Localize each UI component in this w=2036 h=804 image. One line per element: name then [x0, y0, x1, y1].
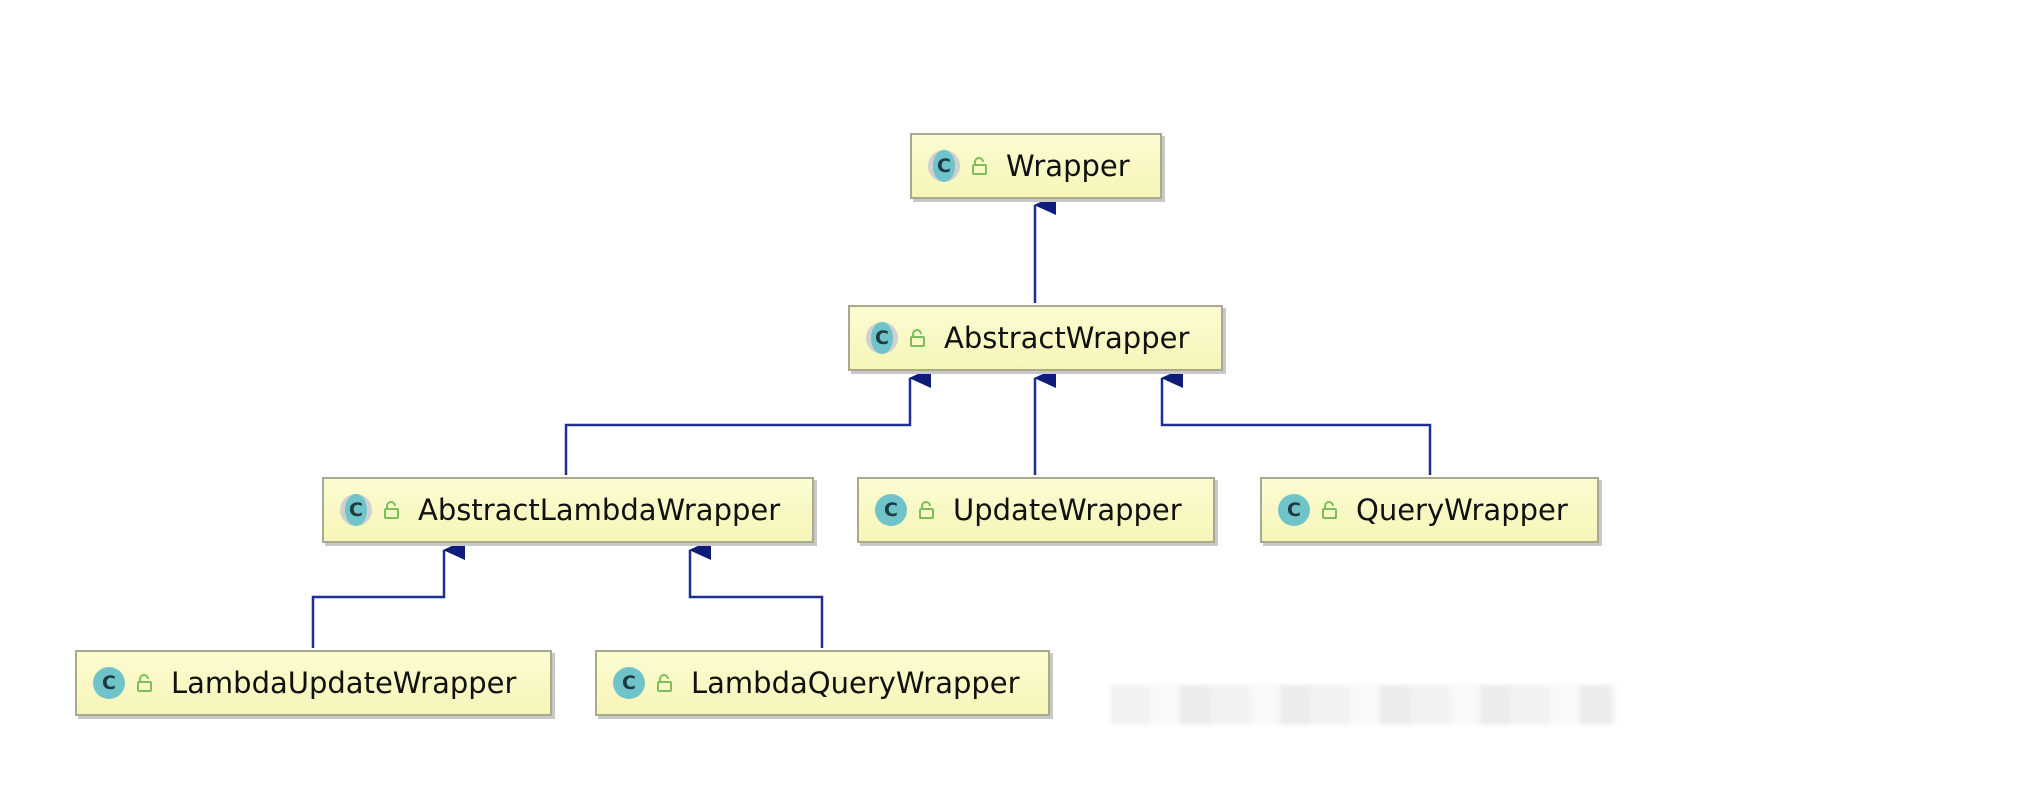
- unlocked-lock-icon: [972, 157, 987, 175]
- edge-querywrapper-to-abstractwrapper: [1160, 368, 1432, 475]
- class-node-abstractwrapper[interactable]: C AbstractWrapper: [848, 305, 1223, 371]
- class-node-querywrapper[interactable]: C QueryWrapper: [1260, 477, 1599, 543]
- class-name: QueryWrapper: [1356, 493, 1568, 527]
- class-icon: C: [93, 667, 125, 699]
- unlocked-lock-icon: [1322, 501, 1337, 519]
- class-node-lambdaquerywrapper[interactable]: C LambdaQueryWrapper: [595, 650, 1050, 716]
- unlocked-lock-icon: [384, 501, 399, 519]
- class-name: AbstractWrapper: [944, 321, 1190, 355]
- unlocked-lock-icon: [657, 674, 672, 692]
- class-node-wrapper[interactable]: C Wrapper: [910, 133, 1162, 199]
- class-name: LambdaQueryWrapper: [691, 666, 1020, 700]
- abstract-class-icon: C: [928, 150, 960, 182]
- class-node-lambdaupdatewrapper[interactable]: C LambdaUpdateWrapper: [75, 650, 552, 716]
- class-name: UpdateWrapper: [953, 493, 1182, 527]
- unlocked-lock-icon: [919, 501, 934, 519]
- edge-lambdaquerywrapper-to-abstractlambdawrapper: [688, 540, 824, 648]
- class-name: AbstractLambdaWrapper: [418, 493, 781, 527]
- class-node-updatewrapper[interactable]: C UpdateWrapper: [857, 477, 1215, 543]
- blurred-watermark: [1110, 685, 1615, 725]
- abstract-class-icon: C: [340, 494, 372, 526]
- class-node-abstractlambdawrapper[interactable]: C AbstractLambdaWrapper: [322, 477, 814, 543]
- class-icon: C: [1278, 494, 1310, 526]
- edge-lambdaupdatewrapper-to-abstractlambdawrapper: [311, 540, 465, 648]
- class-name: Wrapper: [1006, 149, 1130, 183]
- class-icon: C: [875, 494, 907, 526]
- class-icon: C: [613, 667, 645, 699]
- abstract-class-icon: C: [866, 322, 898, 354]
- unlocked-lock-icon: [910, 329, 925, 347]
- class-name: LambdaUpdateWrapper: [171, 666, 517, 700]
- unlocked-lock-icon: [137, 674, 152, 692]
- edge-abstractlambdawrapper-to-abstractwrapper: [564, 368, 931, 475]
